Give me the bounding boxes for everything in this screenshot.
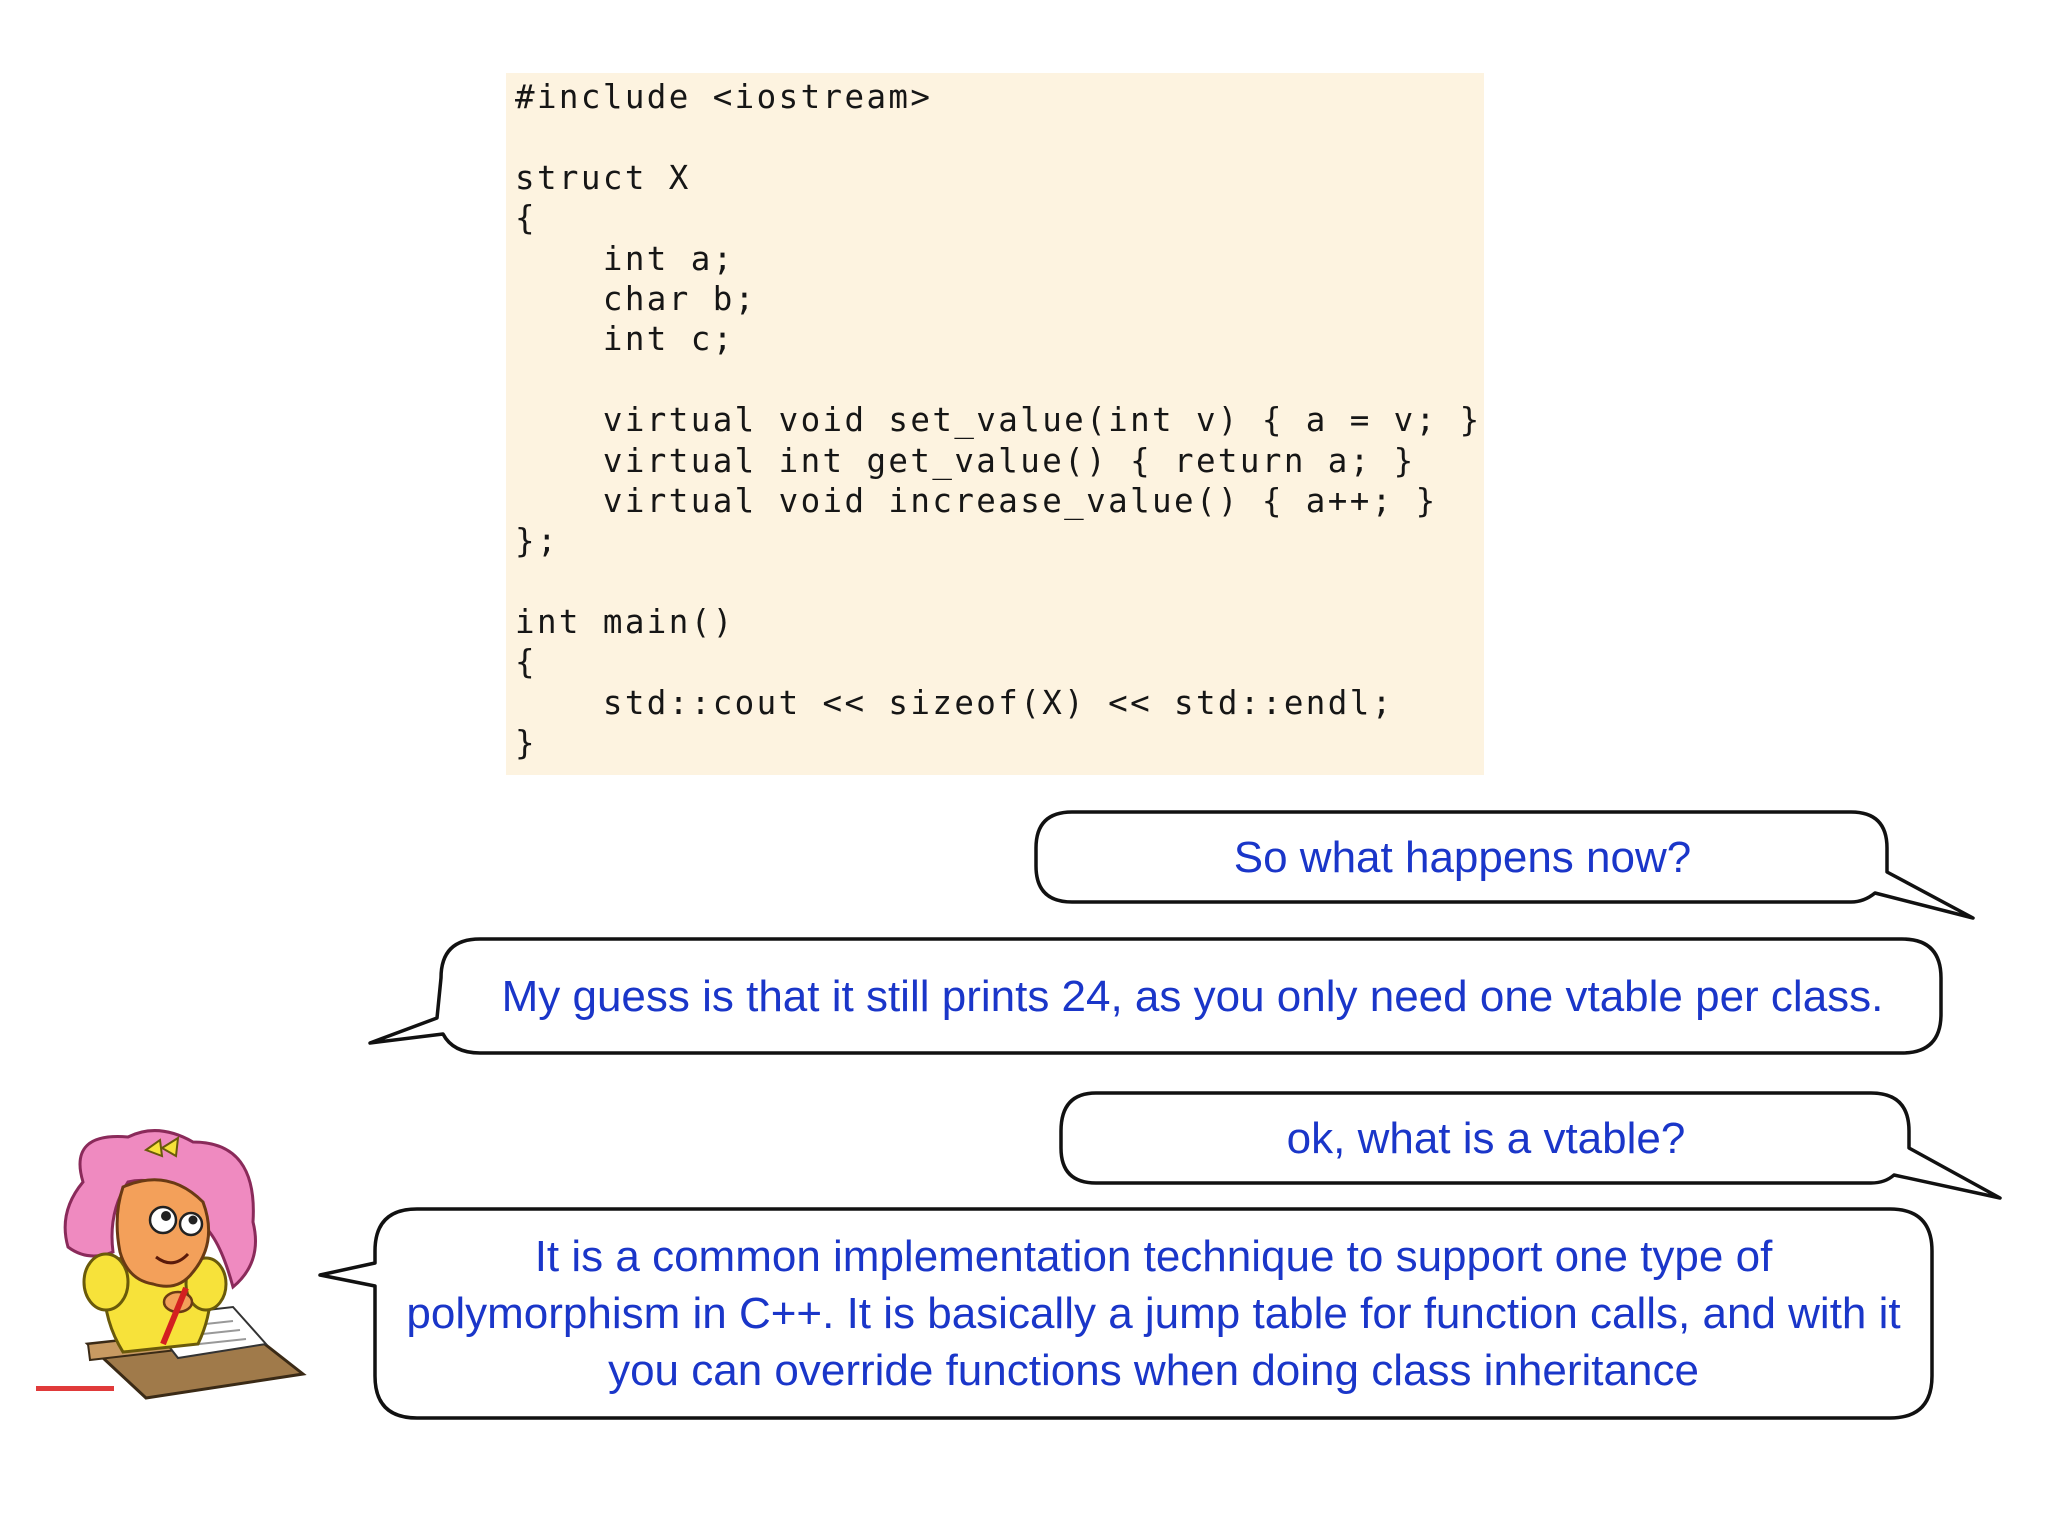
code-line: struct X xyxy=(515,158,691,197)
code-line: }; xyxy=(515,522,559,561)
code-line xyxy=(515,117,1484,157)
code-line: } xyxy=(515,724,537,763)
code-line: { xyxy=(515,199,537,238)
code-line: virtual int get_value() { return a; } xyxy=(515,441,1416,480)
dialogue-line-1: So what happens now? xyxy=(1233,832,1692,882)
dialogue-line-2: My guess is that it still prints 24, as … xyxy=(501,971,1884,1021)
code-line: std::cout << sizeof(X) << std::endl; xyxy=(515,683,1394,722)
code-line xyxy=(515,360,1484,400)
code-block: #include <iostream> struct X { int a; ch… xyxy=(506,73,1484,775)
code-line: virtual void set_value(int v) { a = v; } xyxy=(515,401,1482,440)
code-line: #include <iostream> xyxy=(515,78,933,116)
dialogue-line-4: It is a common implementation technique … xyxy=(406,1232,1901,1395)
code-line: virtual void increase_value() { a++; } xyxy=(515,481,1438,520)
cartoon-girl-writing-icon xyxy=(36,1129,307,1400)
dialogue-line-3: ok, what is a vtable? xyxy=(1286,1113,1686,1163)
code-line: int main() xyxy=(515,603,735,642)
code-line: int c; xyxy=(515,320,735,359)
code-line: int a; xyxy=(515,239,735,278)
code-line: { xyxy=(515,643,537,682)
code-line: char b; xyxy=(515,279,757,318)
code-line xyxy=(515,562,1484,602)
